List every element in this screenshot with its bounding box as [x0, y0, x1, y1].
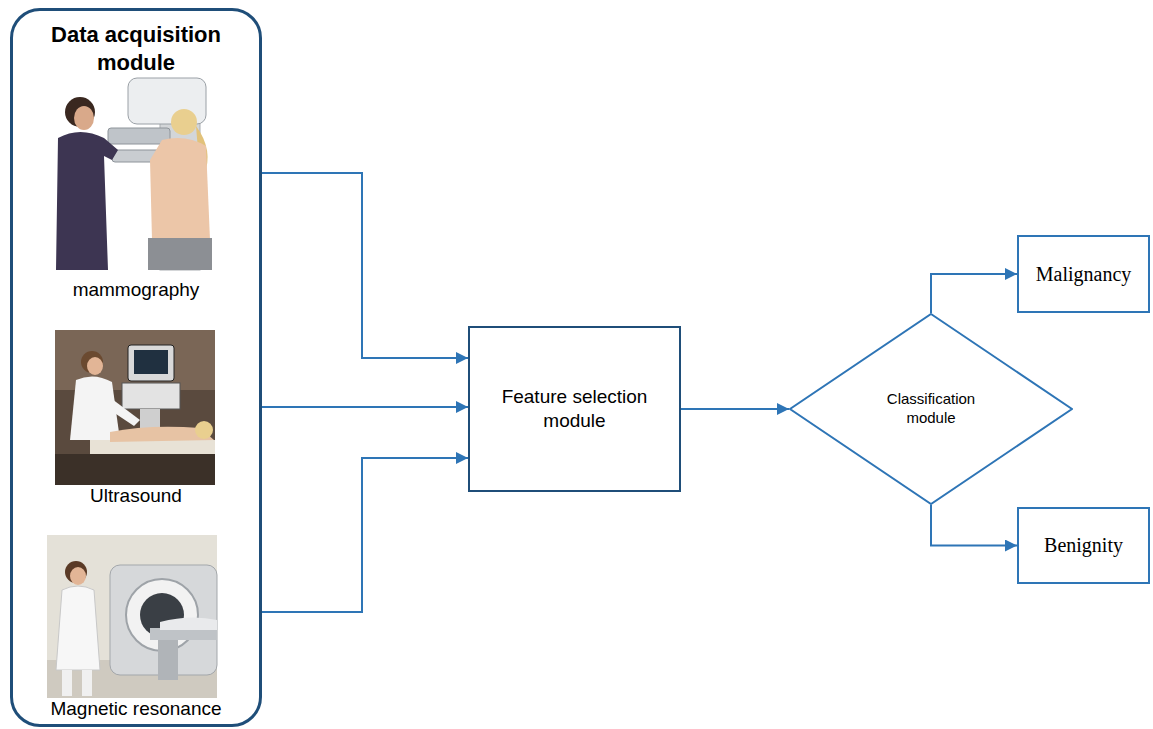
mri-photo: [47, 535, 217, 698]
outcome-box: Benignity: [1017, 507, 1150, 584]
process-box: Feature selection module: [468, 326, 681, 492]
ultrasound-photo: [55, 330, 215, 485]
box-label: Feature selection module: [485, 385, 665, 433]
modality-item: Ultrasound: [13, 328, 259, 510]
connector-arrow: [931, 274, 1017, 313]
image-caption: mammography: [13, 278, 259, 302]
modality-item: Magnetic resonance: [13, 533, 259, 723]
decision-diamond: Classification module: [789, 313, 1073, 505]
modality-item: mammography: [13, 72, 259, 304]
module-group: Data acquisition module mammographyUltras…: [10, 8, 262, 727]
box-label: Benignity: [1044, 533, 1123, 558]
box-label: Malignancy: [1036, 262, 1132, 287]
group-heading: Data acquisition module: [36, 21, 236, 76]
connector-arrow: [259, 173, 468, 358]
connector-arrow: [259, 458, 468, 612]
box-label: Classification module: [871, 390, 991, 428]
image-caption: Ultrasound: [13, 484, 259, 508]
mammography-photo: [47, 75, 217, 270]
outcome-box: Malignancy: [1017, 235, 1150, 313]
connector-arrow: [931, 505, 1017, 546]
image-caption: Magnetic resonance: [13, 697, 259, 721]
connector-arrow: [681, 408, 789, 410]
connector-arrow: [259, 406, 468, 408]
